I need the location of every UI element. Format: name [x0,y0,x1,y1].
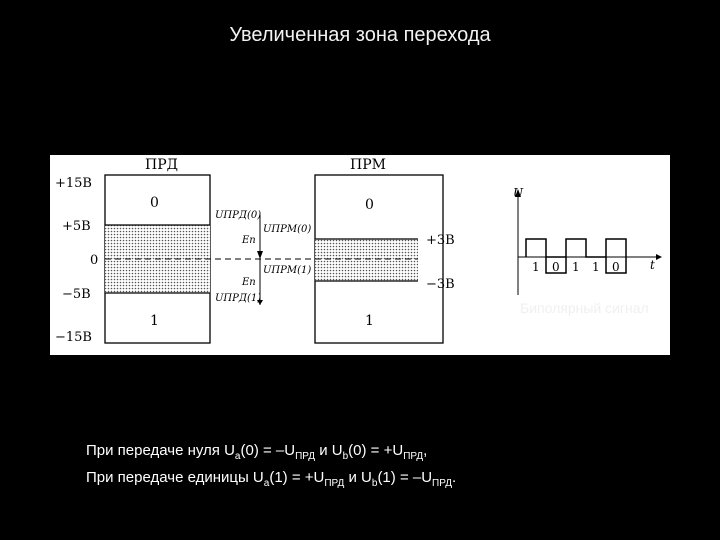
header-prd: ПРД [145,157,178,173]
header-prm: ПРМ [350,157,386,173]
note-sub: a [263,478,270,489]
bipolar-caption: Биполярный сигнал [520,300,649,316]
label-u-prd0: UПРД(0) [215,210,261,221]
note-text: и U [315,442,343,459]
diagram-svg: +15В +5В 0 −5В −15В ПРД ПРМ 0 0 1 1 +3В … [55,157,662,345]
note-sub: ПРД [432,478,453,489]
bit-1-right: 1 [365,313,374,329]
bit-0-right: 0 [365,197,374,213]
bipolar-signal-plot: U t 1 0 1 1 0 [513,186,662,295]
transition-zone-diagram: +15В +5В 0 −5В −15В ПРД ПРМ 0 0 1 1 +3В … [50,155,670,355]
bit-0-left: 0 [150,195,159,211]
note-sub: ПРД [403,451,424,462]
signal-bit: 1 [532,260,540,274]
note-text: При передаче единицы U [86,469,264,486]
label-en-bottom: Eп [241,277,256,288]
level-p3: +3В [426,233,455,248]
note-sub: b [342,451,349,462]
prm-transition-zone [315,239,418,281]
note-sub: b [371,478,378,489]
note-line-2: При передаче единицы Ua(1) = +UПРД и Ub(… [86,467,456,494]
note-text: При передаче нуля U [86,442,235,459]
note-text: . [452,469,457,486]
label-u-prd1: UПРД(1) [215,293,261,304]
label-u-prm0: UПРМ(0) [263,224,311,235]
note-text: (1) = –U [377,469,433,486]
signal-bit: 0 [612,260,620,274]
note-text: и U [344,469,372,486]
notes-block: При передаче нуля Ua(0) = –UПРД и Ub(0) … [86,440,456,494]
level-p5: +5В [62,219,91,234]
note-text: , [423,442,428,459]
label-en-top: Eп [241,235,256,246]
level-zero: 0 [90,253,98,268]
note-line-1: При передаче нуля Ua(0) = –UПРД и Ub(0) … [86,440,456,467]
signal-bit: 0 [552,260,560,274]
note-text: (0) = +U [348,442,404,459]
level-m5: −5В [62,287,91,302]
note-text: (1) = +U [269,469,325,486]
axis-t-label: t [650,258,655,272]
slide-title: Увеличенная зона перехода [229,24,491,46]
level-p15: +15В [55,176,92,191]
note-sub: ПРД [324,478,345,489]
signal-bit: 1 [592,260,600,274]
note-sub: a [234,451,241,462]
level-m15: −15В [55,330,92,345]
axis-u-label: U [513,186,524,200]
bit-1-left: 1 [150,313,159,329]
label-u-prm1: UПРМ(1) [263,265,311,276]
note-text: (0) = –U [240,442,296,459]
signal-bit: 1 [572,260,580,274]
level-m3: −3В [426,277,455,292]
note-sub: ПРД [295,451,316,462]
